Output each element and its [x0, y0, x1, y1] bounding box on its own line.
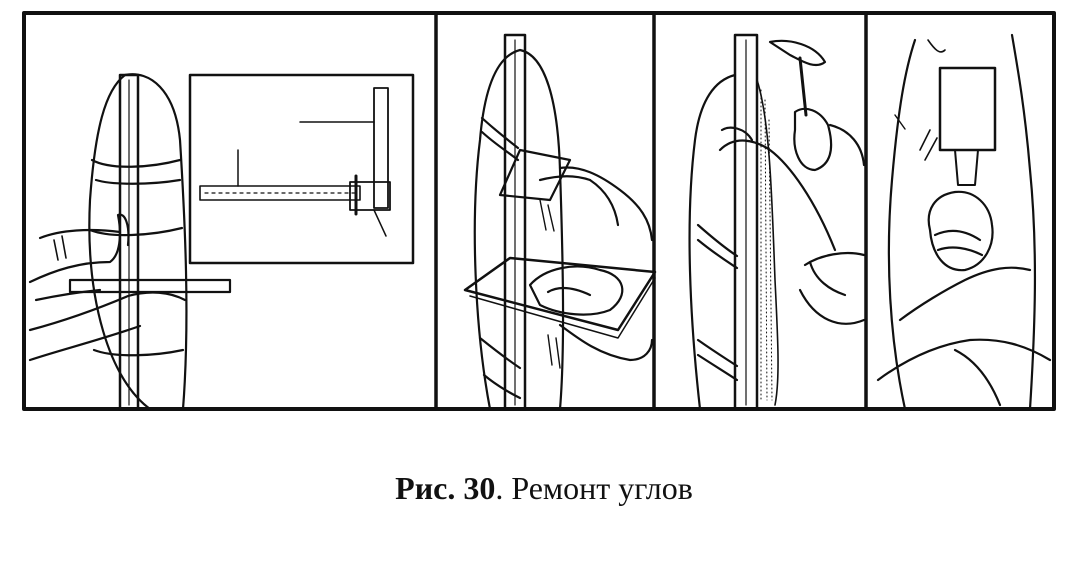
figure-caption: Рис. 30. Ремонт углов [0, 470, 1082, 507]
figure-title: Ремонт углов [511, 470, 693, 506]
panel-1 [28, 73, 415, 411]
figure-frame [22, 11, 1056, 411]
panel-4 [876, 33, 1052, 411]
figure-number: Рис. 30 [395, 470, 496, 506]
panel-2 [463, 33, 657, 411]
caption-separator: . [495, 470, 504, 506]
inset-detail [188, 73, 415, 265]
panel-3 [688, 33, 866, 411]
